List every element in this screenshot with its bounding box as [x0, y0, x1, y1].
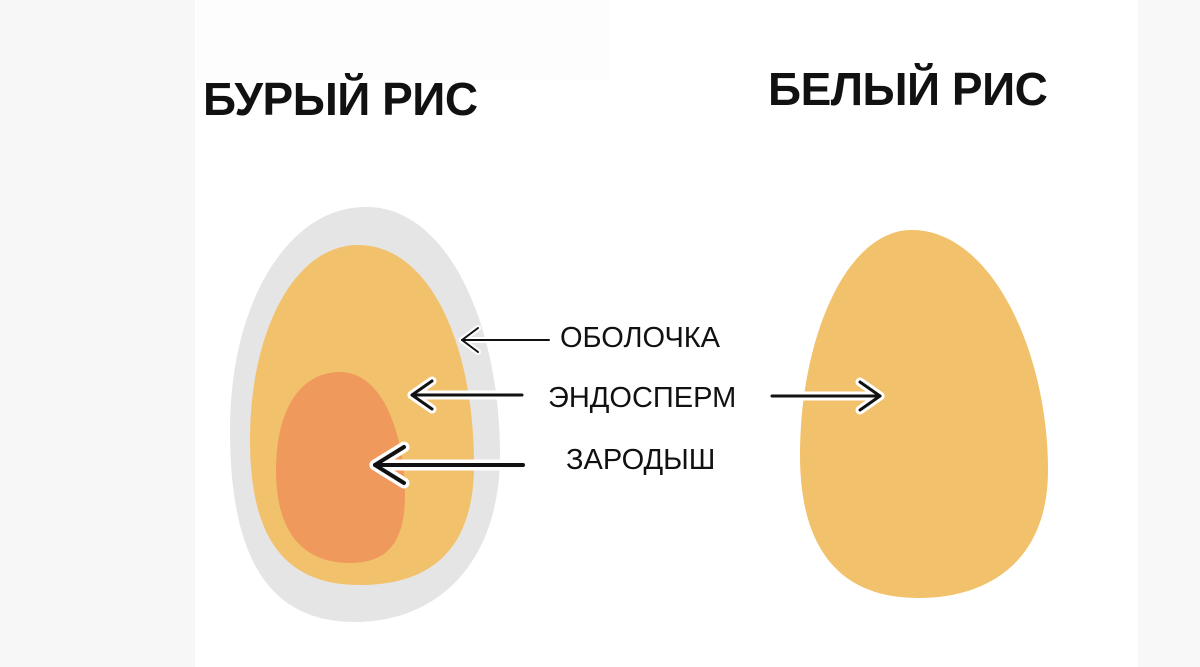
- white-rice-endosperm: [800, 229, 1048, 598]
- background-panel-right: [1138, 0, 1200, 667]
- arrow-shell: [459, 325, 552, 355]
- brown-rice-title: БУРЫЙ РИС: [203, 73, 478, 125]
- background-top-strip: [195, 0, 610, 80]
- arrow-germ: [369, 441, 529, 489]
- background-panel-left: [0, 0, 195, 667]
- shell-label: ОБОЛОЧКА: [560, 322, 721, 354]
- white-rice-title: БЕЛЫЙ РИС: [768, 63, 1048, 115]
- brown-rice-germ: [276, 372, 405, 563]
- germ-label: ЗАРОДЫШ: [566, 444, 716, 476]
- white-rice-grain: [800, 229, 1048, 598]
- endosperm-label: ЭНДОСПЕРМ: [548, 382, 737, 414]
- arrow-endosperm-left: [407, 376, 527, 414]
- arrow-endosperm-right: [767, 377, 885, 415]
- brown-rice-grain: [230, 206, 500, 622]
